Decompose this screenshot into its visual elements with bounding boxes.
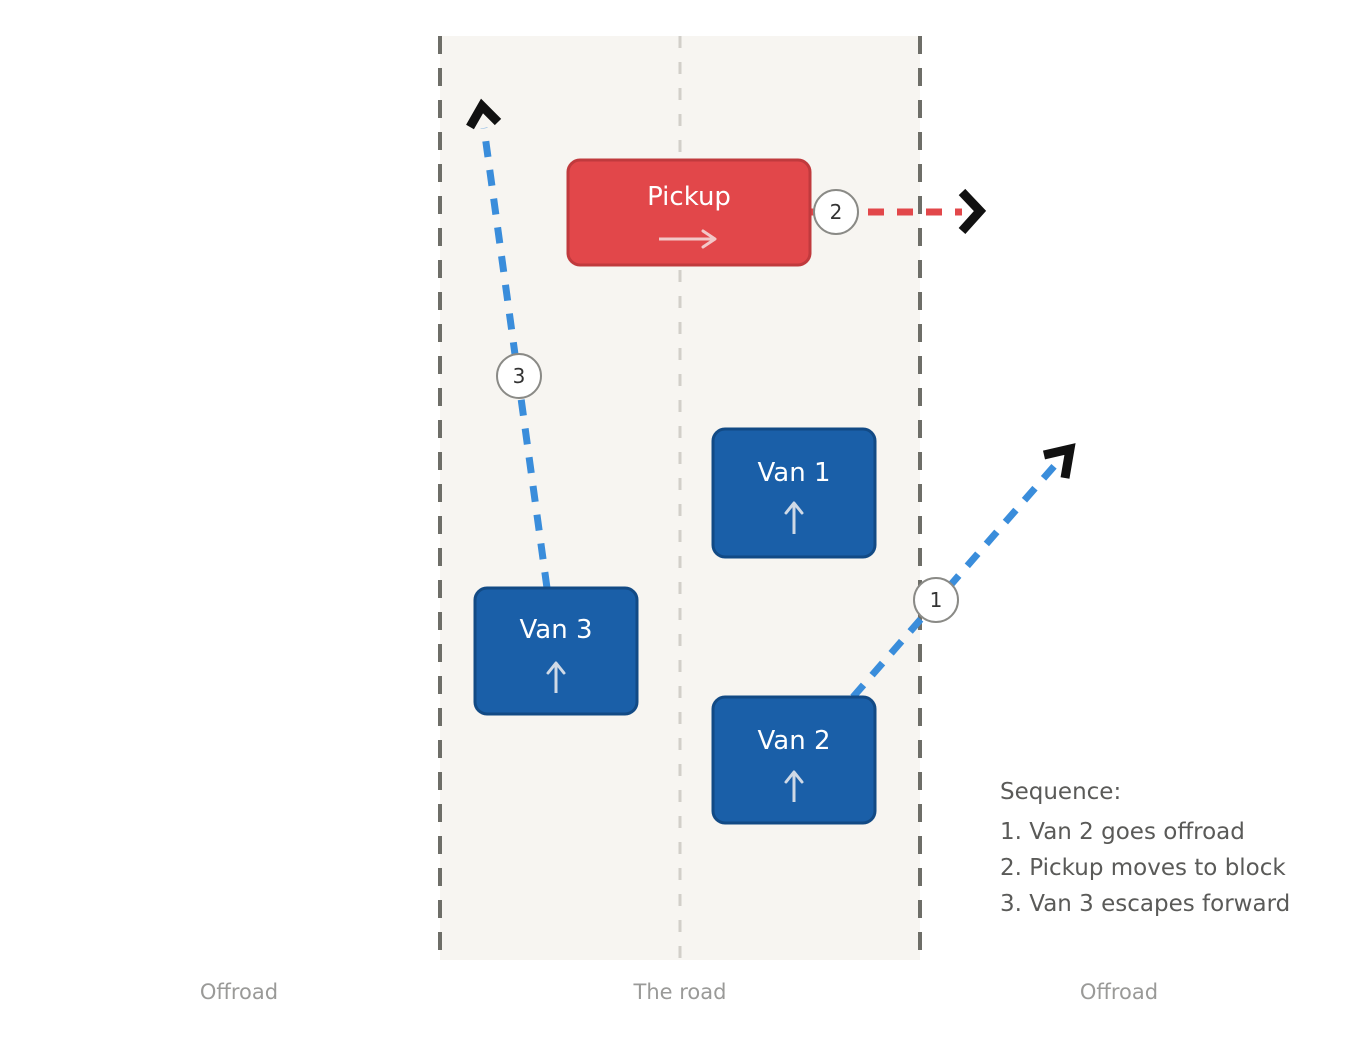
arrowhead-van-2-icon bbox=[1042, 443, 1076, 479]
vehicle-van-1[interactable]: Van 1 bbox=[711, 427, 877, 559]
pickup-direction-right-arrow-icon bbox=[659, 229, 717, 249]
sequence-legend: Sequence: 1. Van 2 goes offroad 2. Picku… bbox=[1000, 779, 1290, 917]
motion-path-van-3: 3 bbox=[466, 98, 551, 589]
step-badge-2-label: 2 bbox=[830, 200, 843, 224]
sequence-title: Sequence: bbox=[1000, 779, 1121, 805]
van-1-direction-up-arrow-icon bbox=[784, 501, 804, 534]
arrowhead-pickup-icon bbox=[958, 188, 987, 235]
vehicle-van-2-label: Van 2 bbox=[758, 726, 831, 756]
vehicle-van-2-body[interactable] bbox=[711, 695, 877, 825]
step-badge-3-circle bbox=[496, 353, 542, 399]
zone-label-offroad-left: Offroad bbox=[200, 980, 278, 1004]
vehicle-van-1-label: Van 1 bbox=[758, 458, 831, 488]
van-2-direction-up-arrow-icon bbox=[784, 770, 804, 802]
vehicle-van-3[interactable]: Van 3 bbox=[473, 586, 639, 716]
van-3-direction-up-arrow-icon bbox=[546, 661, 566, 693]
vehicle-pickup[interactable]: Pickup bbox=[566, 158, 812, 267]
step-badge-2-circle bbox=[813, 189, 859, 235]
step-badge-1-label: 1 bbox=[930, 588, 943, 612]
vehicle-pickup-body[interactable] bbox=[566, 158, 812, 267]
vehicle-van-1-body[interactable] bbox=[711, 427, 877, 559]
path-line-van-2 bbox=[850, 461, 1059, 700]
step-badge-1-circle bbox=[913, 577, 959, 623]
sequence-item-2: 2. Pickup moves to block bbox=[1000, 855, 1286, 881]
vehicle-pickup-label: Pickup bbox=[647, 182, 731, 212]
step-badge-3-label: 3 bbox=[513, 364, 526, 388]
zone-label-road-center: The road bbox=[633, 980, 727, 1004]
sequence-item-3: 3. Van 3 escapes forward bbox=[1000, 891, 1290, 917]
vehicle-van-2[interactable]: Van 2 bbox=[711, 695, 877, 825]
motion-path-van-2: 1 bbox=[850, 443, 1076, 700]
zone-label-offroad-right: Offroad bbox=[1080, 980, 1158, 1004]
sequence-item-1: 1. Van 2 goes offroad bbox=[1000, 819, 1245, 845]
arrowhead-van-3-icon bbox=[466, 98, 502, 130]
vehicle-van-3-body[interactable] bbox=[473, 586, 639, 716]
vehicle-van-3-label: Van 3 bbox=[520, 615, 593, 645]
motion-path-pickup: 2 bbox=[810, 188, 987, 235]
